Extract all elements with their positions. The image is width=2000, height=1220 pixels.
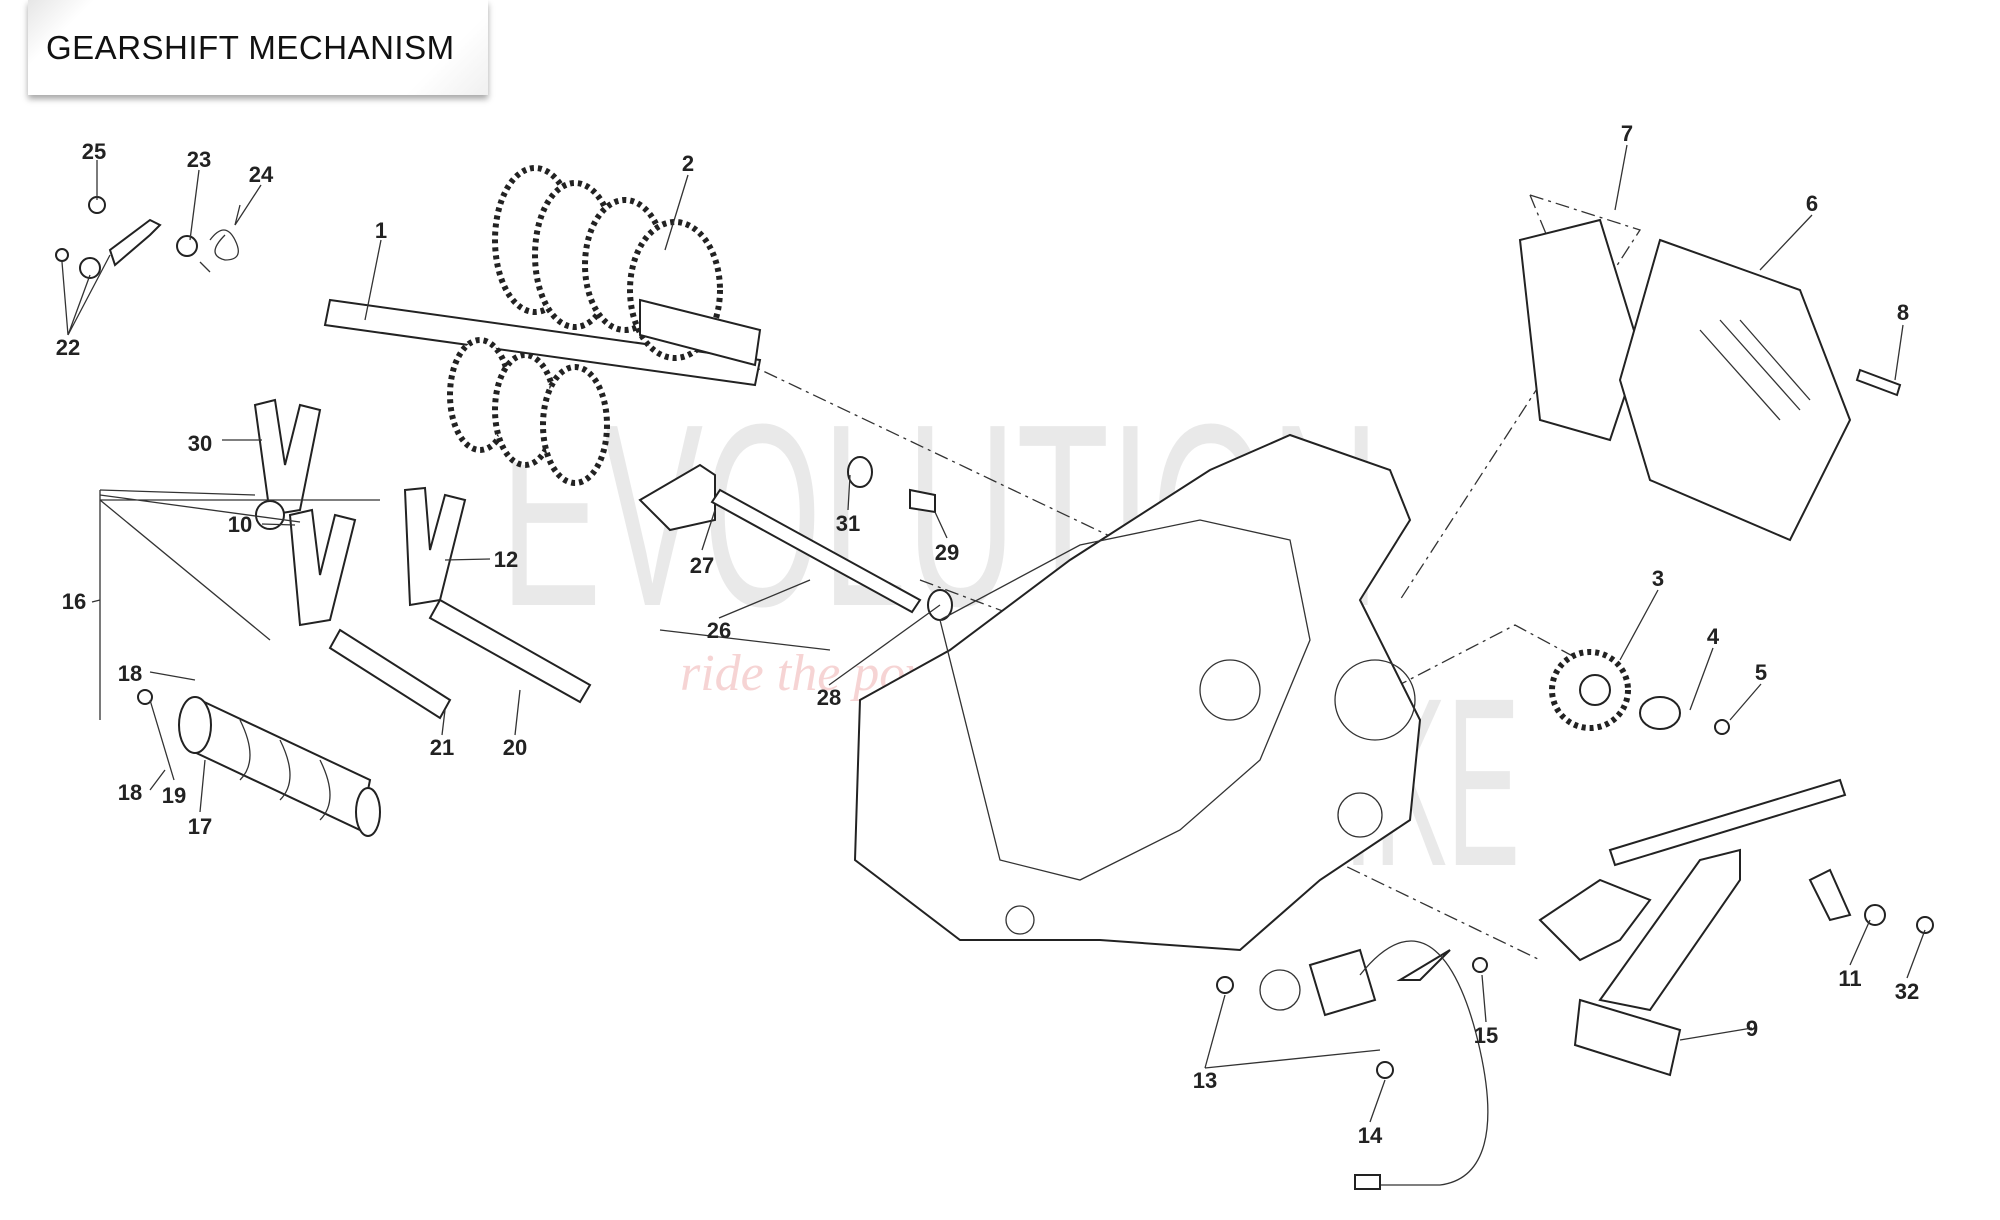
callout-4: 4	[1707, 624, 1720, 649]
callout-15: 15	[1474, 1023, 1498, 1048]
title-banner: GEARSHIFT MECHANISM	[28, 0, 488, 95]
callout-12: 12	[494, 547, 518, 572]
shift-forks	[253, 398, 592, 720]
callout-14: 14	[1358, 1123, 1383, 1148]
gear-sensor	[1216, 940, 1489, 1190]
callout-22: 22	[56, 335, 80, 360]
crankcase	[853, 433, 1422, 952]
callout-24: 24	[249, 162, 274, 187]
callout-31: 31	[836, 511, 860, 536]
callout-29: 29	[935, 540, 959, 565]
callout-19: 19	[162, 783, 186, 808]
callout-5: 5	[1755, 660, 1767, 685]
shift-drum	[137, 689, 381, 837]
callout-10: 10	[228, 512, 252, 537]
callout-32: 32	[1895, 979, 1919, 1004]
callout-16: 16	[62, 589, 86, 614]
callout-30: 30	[188, 431, 212, 456]
callout-3: 3	[1652, 566, 1664, 591]
sprocket-cover	[1518, 218, 1902, 542]
callout-6: 6	[1806, 191, 1818, 216]
callout-18a: 18	[118, 661, 142, 686]
callout-11: 11	[1838, 966, 1861, 991]
selector-shaft	[638, 456, 953, 621]
callout-18b: 18	[118, 780, 142, 805]
callout-25: 25	[82, 139, 106, 164]
gear-lever	[1396, 778, 1934, 1077]
callout-labels: 1 2 3 4 5 6 7 8 9 10 11 12 13 14 15 16 1…	[56, 121, 1919, 1148]
callout-27: 27	[690, 553, 714, 578]
callout-2: 2	[682, 151, 694, 176]
callout-1: 1	[375, 218, 387, 243]
callout-28: 28	[817, 685, 841, 710]
leader-lines	[61, 144, 1926, 1123]
callout-21: 21	[430, 735, 454, 760]
callout-23: 23	[187, 147, 211, 172]
callout-9: 9	[1746, 1016, 1758, 1041]
callout-26: 26	[707, 618, 731, 643]
gear-cluster	[323, 165, 762, 486]
sprocket	[1549, 649, 1730, 735]
callout-17: 17	[188, 814, 212, 839]
callout-13: 13	[1193, 1068, 1217, 1093]
page-title: GEARSHIFT MECHANISM	[46, 28, 455, 66]
lever-assembly	[55, 196, 241, 279]
callout-20: 20	[503, 735, 527, 760]
callout-8: 8	[1897, 300, 1909, 325]
callout-7: 7	[1621, 121, 1633, 146]
